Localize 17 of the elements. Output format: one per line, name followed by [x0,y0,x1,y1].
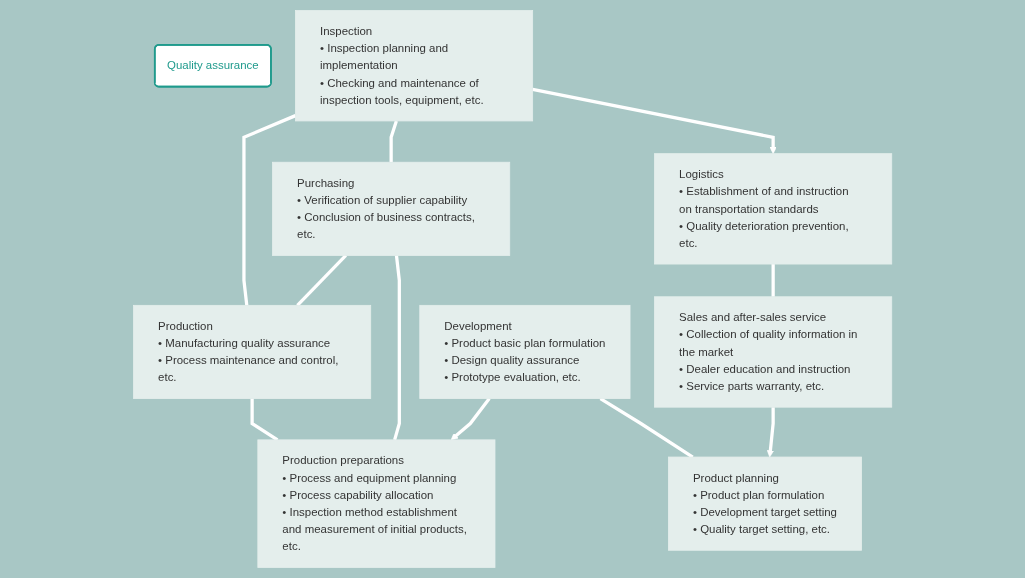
node-box: Inspection • Inspection planning and implementation • Checking and maintenance of inspection tools, equipment, etc. [294,10,533,122]
arrow [450,397,491,441]
connector [389,120,398,163]
node-box: Sales and after-sales service • Collection of quality information in the market • Dealer education and instruction • Service parts warranty, etc. [654,296,892,408]
connector [599,397,694,459]
node-box: Purchasing • Verification of supplier capability • Conclusion of business contracts, etc. [272,161,510,256]
node-box: Production • Manufacturing quality assurance • Process maintenance and control, etc. [133,304,371,399]
node-box: Production preparations • Process and equipment planning • Process capability allocation • Inspection method establishment and measurement of initial products, etc. [257,439,496,568]
arrow [766,407,775,458]
connector [242,114,296,306]
connector [771,264,775,297]
arrow [532,87,777,154]
node-box: Development • Product basic plan formulation • Design quality assurance • Prototype evaluation, etc. [419,304,631,399]
connector [296,254,347,307]
connector [392,255,401,441]
node-box: Logistics • Establishment of and instruction on transportation standards • Quality deterioration prevention, etc. [654,153,892,265]
node-box: Product planning • Product plan formulation • Development target setting • Quality target setting, etc. [667,456,862,551]
